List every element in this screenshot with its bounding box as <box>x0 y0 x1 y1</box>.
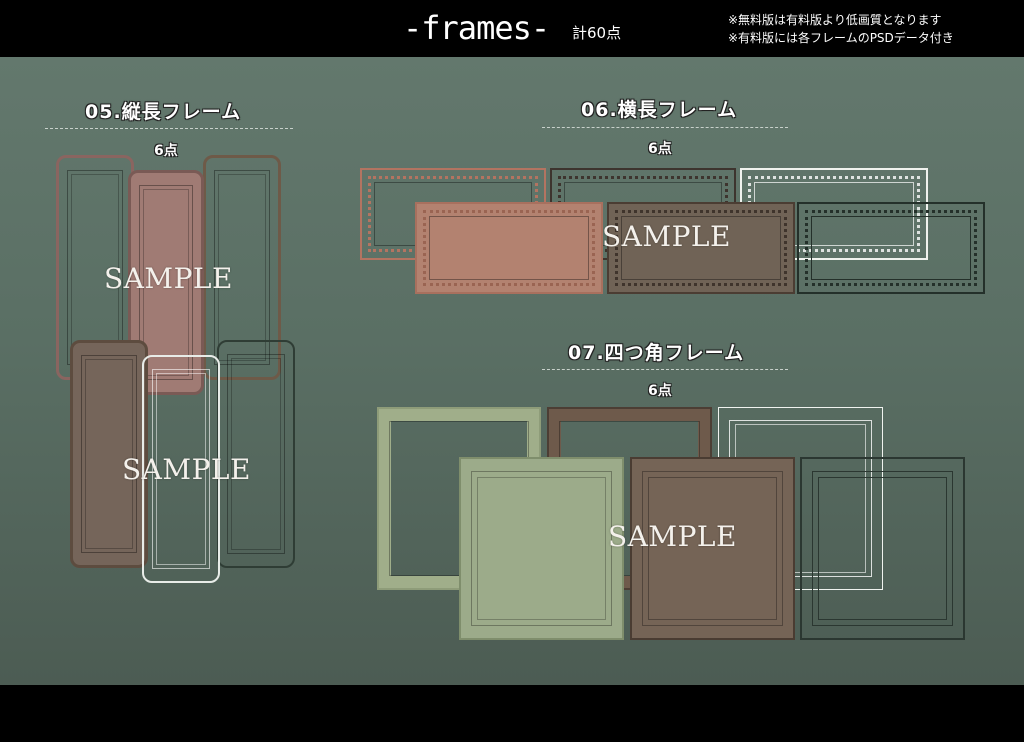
section-title-horizontal: 06.横長フレーム <box>581 99 738 121</box>
sample-watermark: SAMPLE <box>104 262 233 295</box>
note-psd-included: ※有料版には各フレームのPSDデータ付き <box>728 31 954 45</box>
horizontal-frame-brown-filled <box>607 202 795 294</box>
section-title-vertical: 05.縦長フレーム <box>85 101 242 123</box>
horizontal-frame-terracotta-filled <box>415 202 603 294</box>
note-low-quality: ※無料版は有料版より低画質となります <box>728 13 942 27</box>
corner-frame-brown-filled <box>630 457 795 640</box>
header-bar: -frames- 計60点 ※無料版は有料版より低画質となります ※有料版には各… <box>0 0 1024 57</box>
section-divider <box>542 127 788 128</box>
total-count: 計60点 <box>572 24 622 42</box>
vertical-frame-brown-filled <box>70 340 148 568</box>
corner-frame-dark-outline <box>800 457 965 640</box>
horizontal-frame-dark-outline <box>797 202 985 294</box>
vertical-frame-brown-outline <box>203 155 281 380</box>
section-count: 6点 <box>154 143 178 159</box>
section-divider <box>45 128 293 129</box>
sample-watermark: SAMPLE <box>602 220 731 253</box>
footer-bar <box>0 685 1024 742</box>
sample-watermark: SAMPLE <box>608 520 737 553</box>
vertical-frame-white-outline <box>142 355 220 583</box>
corner-frame-sage-filled <box>459 457 624 640</box>
section-title-corner: 07.四つ角フレーム <box>568 342 745 364</box>
section-divider <box>542 369 788 370</box>
page-title: -frames- <box>403 9 550 47</box>
sample-watermark: SAMPLE <box>122 453 251 486</box>
section-count: 6点 <box>648 383 672 399</box>
section-count: 6点 <box>648 141 672 157</box>
